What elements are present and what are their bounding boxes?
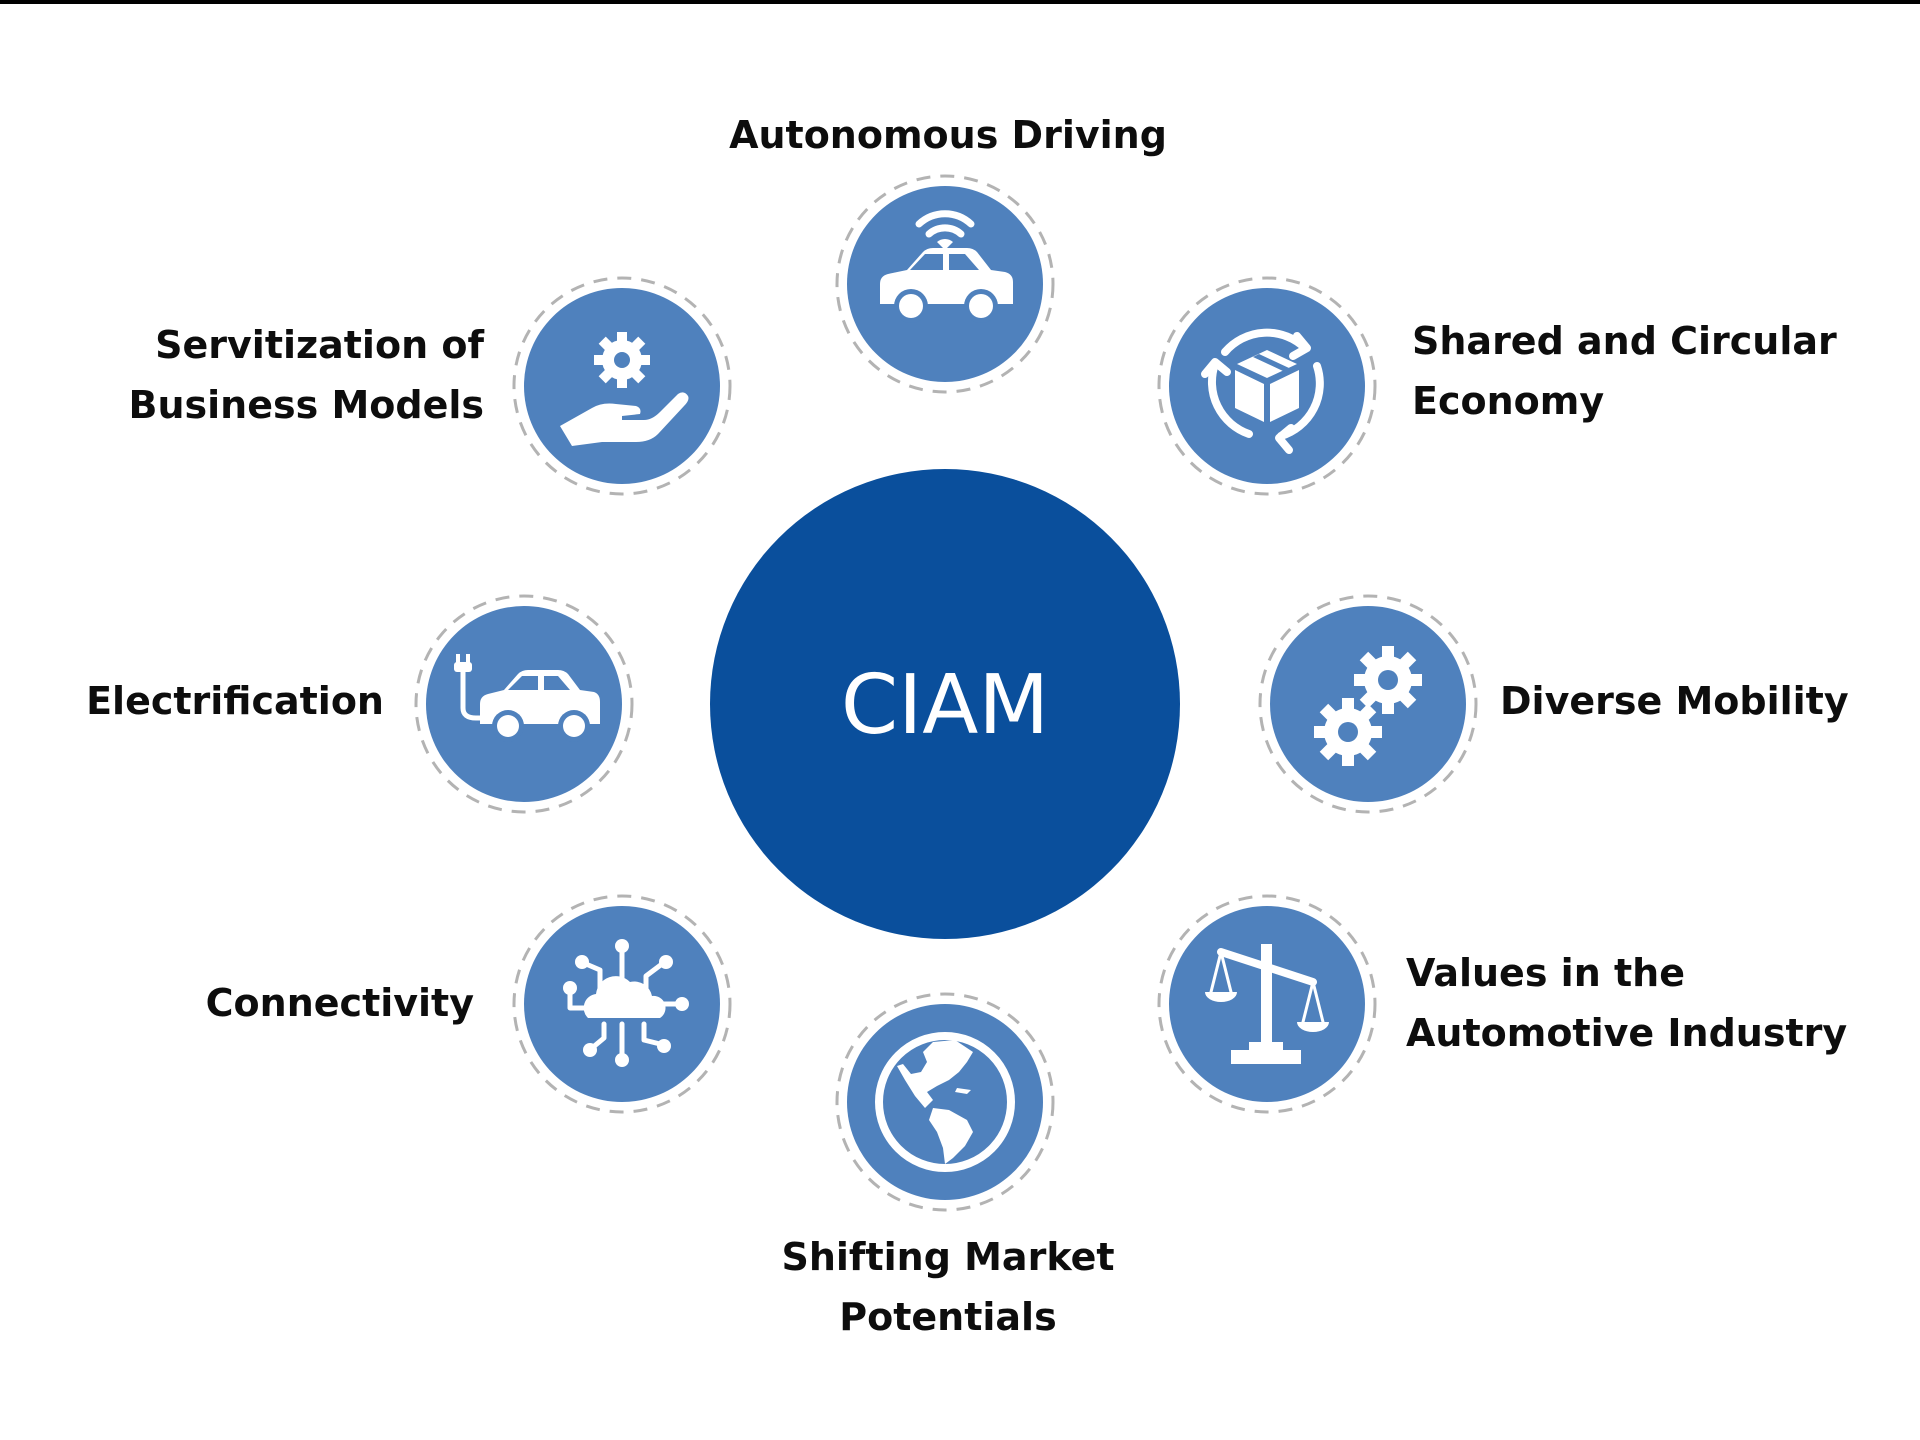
dashed-ring	[512, 894, 732, 1114]
node-label-line-1: Values in the	[1406, 951, 1685, 995]
node-label-line-2: Business Models	[129, 383, 485, 427]
node-label-line-1: Servitization of	[155, 323, 484, 367]
node-shared-circular-economy: Shared and Circular Economy	[1157, 276, 1837, 496]
node-electrification: Electrification	[86, 594, 634, 814]
node-values-automotive-industry: Values in the Automotive Industry	[1157, 894, 1847, 1114]
electric-car-plug-icon	[454, 654, 600, 742]
node-label-line-1: Shifting Market	[781, 1235, 1114, 1279]
node-label-line-1: Shared and Circular	[1412, 319, 1837, 363]
cloud-network-icon	[563, 939, 689, 1067]
dashed-ring	[835, 174, 1055, 394]
node-diverse-mobility: Diverse Mobility	[1258, 594, 1849, 814]
hand-gear-icon	[560, 332, 689, 446]
node-label: Electrification	[86, 679, 384, 723]
node-servitization-business-models: Servitization of Business Models	[129, 276, 732, 496]
center-node: CIAM	[710, 469, 1180, 939]
node-connectivity: Connectivity	[206, 894, 732, 1114]
autonomous-car-wifi-icon	[880, 210, 1013, 323]
dashed-ring	[1157, 894, 1377, 1114]
top-border	[0, 0, 1920, 4]
box-recycle-icon	[1201, 328, 1324, 454]
node-autonomous-driving: Autonomous Driving	[729, 113, 1167, 394]
dashed-ring	[512, 276, 732, 496]
dashed-ring	[1157, 276, 1377, 496]
center-circle	[710, 469, 1180, 939]
gears-icon	[1314, 646, 1422, 766]
node-label: Autonomous Driving	[729, 113, 1167, 157]
node-circle	[1169, 288, 1365, 484]
node-label-line-2: Automotive Industry	[1406, 1011, 1847, 1055]
node-label-line-2: Potentials	[839, 1295, 1056, 1339]
node-label-line-2: Economy	[1412, 379, 1604, 423]
dashed-ring	[835, 992, 1055, 1212]
dashed-ring	[414, 594, 634, 814]
scales-icon	[1205, 944, 1329, 1064]
node-label: Connectivity	[206, 981, 475, 1025]
globe-icon	[875, 1032, 1015, 1172]
node-label: Diverse Mobility	[1500, 679, 1849, 723]
node-shifting-market-potentials: Shifting Market Potentials	[781, 992, 1115, 1339]
center-label: CIAM	[841, 658, 1049, 753]
dashed-ring	[1258, 594, 1478, 814]
